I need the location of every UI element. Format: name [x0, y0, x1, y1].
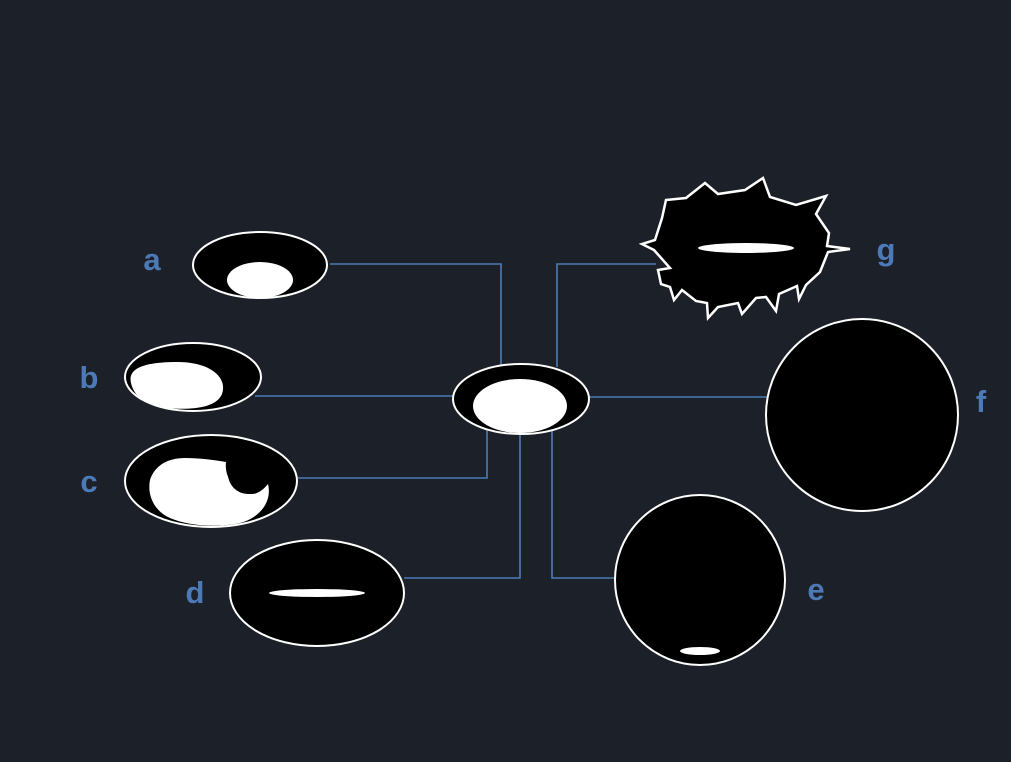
cell-center-core	[473, 379, 567, 433]
cell-b	[124, 342, 262, 412]
cell-d-core	[269, 589, 365, 597]
cell-f	[765, 318, 959, 512]
label-c: c	[80, 464, 97, 499]
connector-center-to-d	[404, 433, 521, 579]
label-e: e	[807, 572, 824, 607]
cell-c-vacuole	[228, 454, 268, 494]
cell-g-core	[698, 243, 794, 253]
cell-e	[614, 494, 786, 666]
label-a: a	[143, 242, 161, 277]
connector-center-to-e	[551, 428, 616, 579]
connector-center-to-a	[330, 263, 502, 366]
connector-lines	[255, 263, 768, 579]
cell-d	[229, 539, 405, 647]
cell-a-core	[227, 262, 293, 298]
connector-center-to-c	[298, 428, 488, 479]
cell-g	[638, 176, 851, 322]
cell-c-core	[149, 458, 269, 526]
label-g: g	[877, 232, 896, 267]
cell-center	[452, 363, 590, 435]
cell-a	[192, 231, 328, 299]
labels: a b c d e f g	[80, 232, 987, 610]
cell-c	[124, 434, 298, 528]
label-b: b	[80, 360, 99, 395]
connector-center-to-g	[556, 263, 656, 367]
cell-b-core	[130, 362, 224, 409]
label-f: f	[976, 384, 987, 419]
cell-e-core	[680, 647, 720, 655]
label-d: d	[186, 575, 205, 610]
